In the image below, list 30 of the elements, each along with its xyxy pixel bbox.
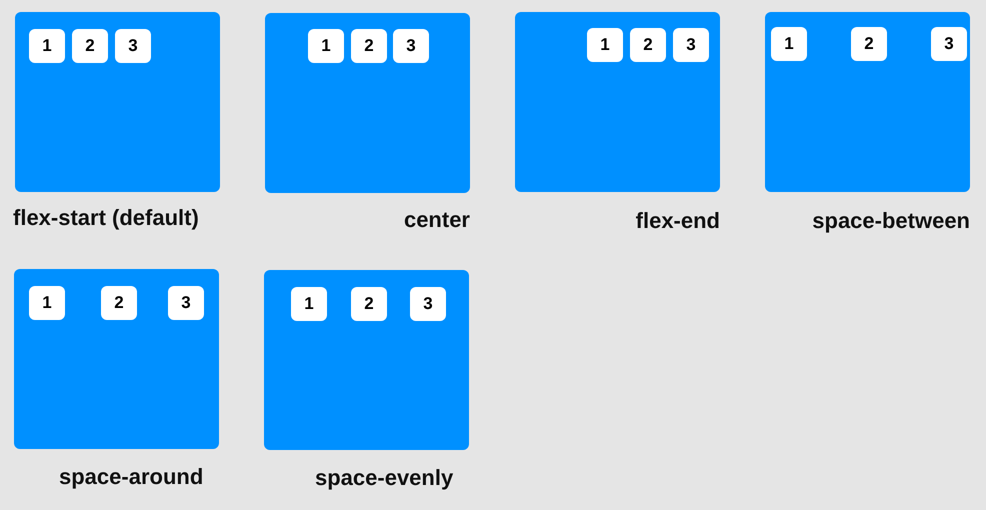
flex-container [264, 270, 469, 450]
node-label: flex-start (default) [13, 205, 199, 231]
node-label: space-between [811, 208, 970, 234]
flex-item: 3 [115, 29, 151, 63]
flex-item: 1 [29, 29, 65, 63]
flex-item: 1 [771, 27, 807, 61]
flex-item: 3 [931, 27, 967, 61]
flex-container [765, 12, 970, 192]
flex-item: 3 [673, 28, 709, 62]
flex-item: 1 [291, 287, 327, 321]
flex-container [14, 269, 219, 449]
flex-item: 2 [351, 29, 387, 63]
node-label: space-evenly [315, 465, 454, 491]
flex-item: 2 [101, 286, 137, 320]
flex-item: 2 [351, 287, 387, 321]
flex-item: 1 [308, 29, 344, 63]
flex-container [265, 13, 470, 193]
flex-item: 3 [168, 286, 204, 320]
node-label: center [402, 207, 470, 233]
flex-item: 1 [587, 28, 623, 62]
flex-container [15, 12, 220, 192]
flex-container [515, 12, 720, 192]
flex-item: 2 [630, 28, 666, 62]
node-label: flex-end [634, 208, 720, 234]
flex-item: 1 [29, 286, 65, 320]
flex-item: 3 [410, 287, 446, 321]
flex-item: 2 [851, 27, 887, 61]
node-label: space-around [59, 464, 204, 490]
flex-item: 3 [393, 29, 429, 63]
flex-item: 2 [72, 29, 108, 63]
